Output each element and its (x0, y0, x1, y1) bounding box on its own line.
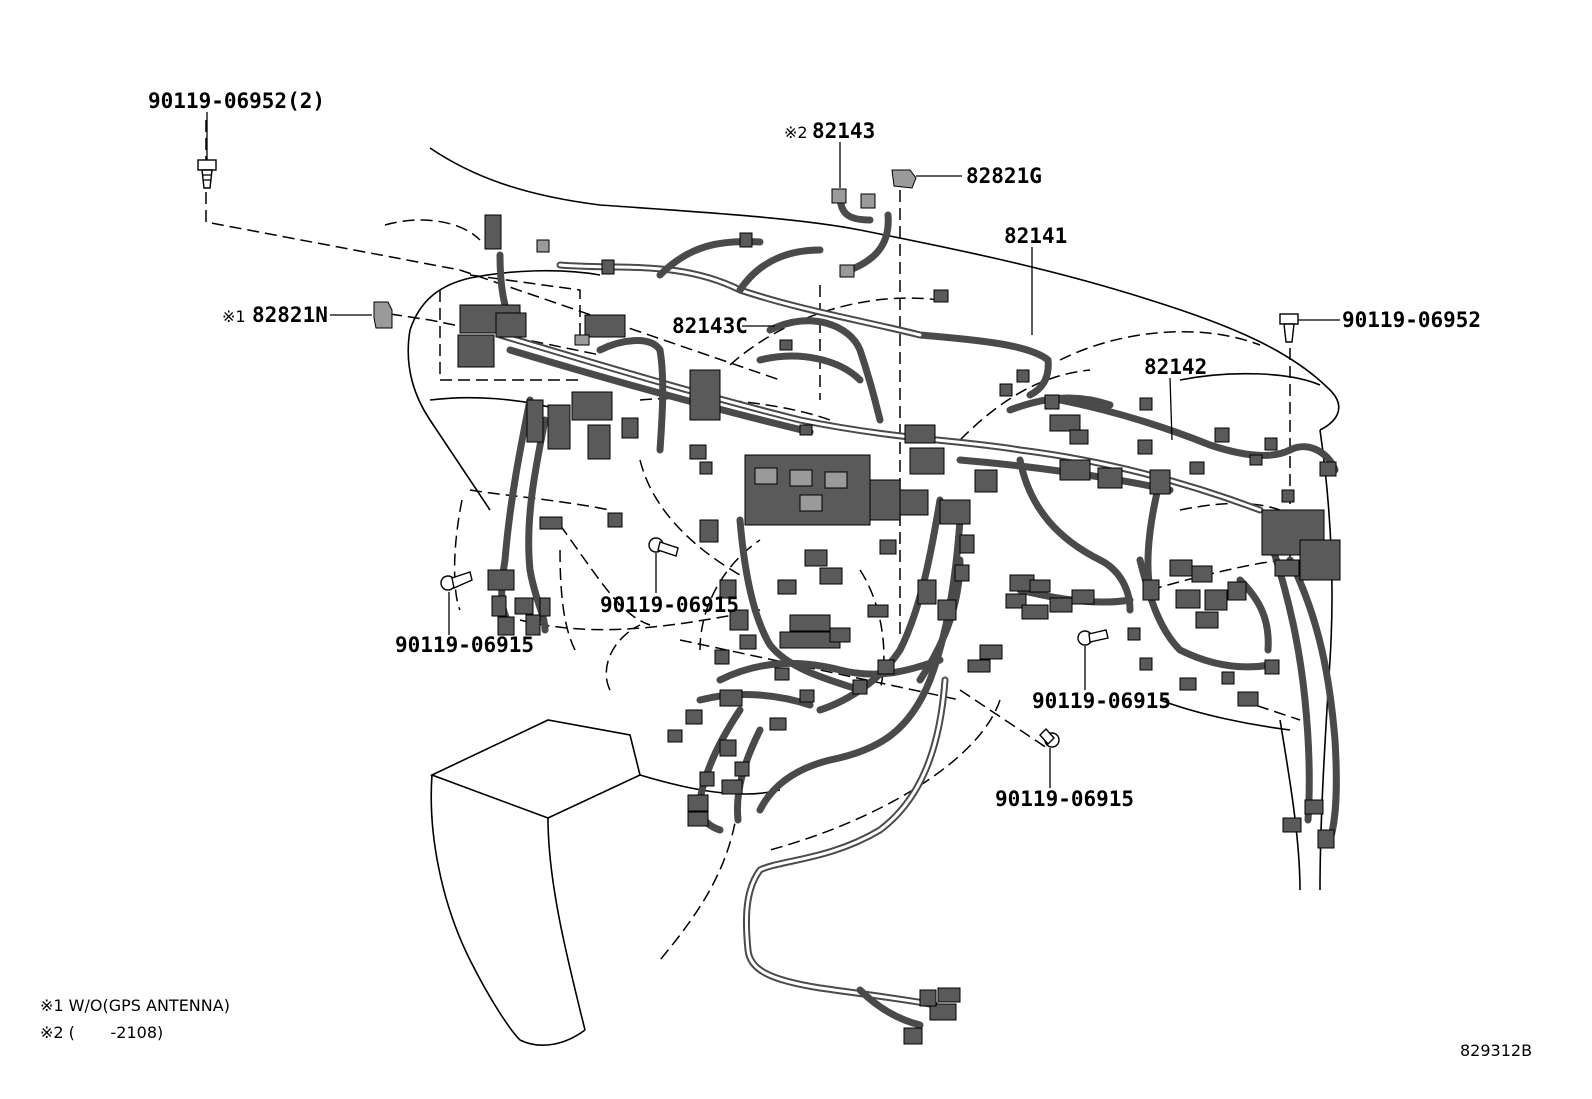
bolt-center-right-icon (1077, 629, 1109, 646)
label-bolt-bottom-center: 90119-06915 (995, 787, 1134, 811)
label-82821n: 82821N (252, 303, 328, 327)
label-bolt-center-right: 90119-06915 (1032, 689, 1171, 713)
bolt-bottom-center-icon (1039, 727, 1060, 748)
bolt-right-icon (1279, 313, 1299, 343)
bolt-left-lower-icon (440, 571, 473, 591)
footnotes: ※1 W/O(GPS ANTENNA) ※2 ( -2108) 829312B (40, 996, 1532, 1060)
connectors (457, 188, 1341, 1045)
callout-labels: 90119-06952(2) ※2 82143 82821G 82141 ※1 … (148, 89, 1481, 811)
dashboard-outline (407, 147, 1340, 891)
label-82821g: 82821G (966, 164, 1042, 188)
leader-lines (206, 112, 1340, 788)
label-82141: 82141 (1004, 224, 1067, 248)
footnote-2: ※2 ( -2108) (40, 1023, 163, 1042)
bolt-icons (197, 159, 1299, 748)
diagram-id: 829312B (1460, 1041, 1532, 1060)
label-82143: 82143 (812, 119, 875, 143)
part-icons (373, 169, 917, 329)
label-bolt-left-lower: 90119-06915 (395, 633, 534, 657)
footnote-1: ※1 W/O(GPS ANTENNA) (40, 996, 230, 1015)
label-bolt-center-left: 90119-06915 (600, 593, 739, 617)
label-82821n-mark: ※1 (222, 307, 246, 326)
dashed-reference-lines (205, 120, 1301, 961)
label-82143c: 82143C (672, 314, 748, 338)
center-console (429, 719, 781, 1046)
label-82143-mark: ※2 (784, 123, 808, 142)
label-bolt-right: 90119-06952 (1342, 308, 1481, 332)
bolt-top-left-icon (197, 159, 217, 189)
bolt-center-left-icon (648, 537, 679, 557)
label-82142: 82142 (1144, 355, 1207, 379)
label-bolt-top-left: 90119-06952(2) (148, 89, 325, 113)
